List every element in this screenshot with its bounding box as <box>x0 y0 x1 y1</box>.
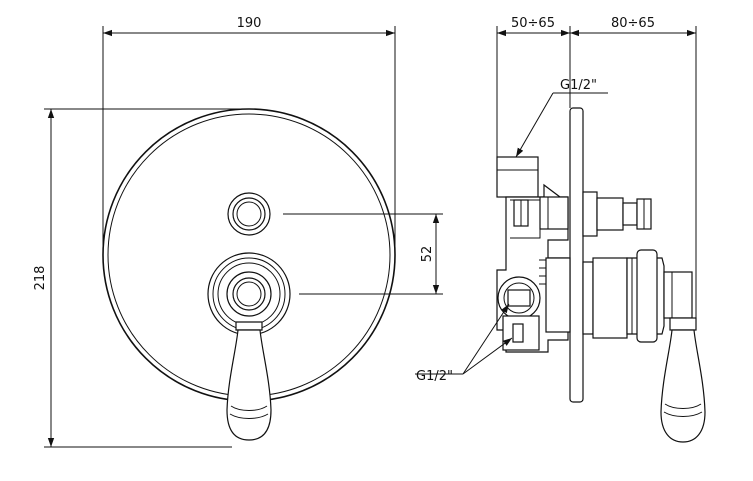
diverter-stem <box>582 191 652 237</box>
lever-handle <box>226 321 272 441</box>
dimension-label-projection: 80÷65 <box>611 16 655 31</box>
dimension-label-218: 218 <box>33 266 48 291</box>
lever-handle-side <box>660 317 706 443</box>
dimension-plate-width: 190 <box>102 16 396 250</box>
dimension-label-52: 52 <box>420 246 435 263</box>
callout-label-bottom: G1/2" <box>416 369 453 384</box>
callout-top-connection: G1/2" <box>515 78 608 158</box>
dimension-projection: 80÷65 <box>570 16 697 318</box>
dimension-label-190: 190 <box>237 16 262 31</box>
dimension-depth: 50÷65 <box>496 16 571 158</box>
wall-plate-side <box>569 107 584 403</box>
front-view <box>102 108 396 441</box>
side-view <box>496 107 706 443</box>
callout-label-top: G1/2" <box>560 78 597 93</box>
top-inlet-fitting <box>496 156 539 198</box>
dimension-label-depth: 50÷65 <box>511 16 555 31</box>
callout-bottom-connection: G1/2" <box>415 303 513 384</box>
dimension-height: 218 <box>33 108 251 448</box>
dimension-spacing: 52 <box>283 213 443 295</box>
diverter-knob <box>227 192 271 236</box>
